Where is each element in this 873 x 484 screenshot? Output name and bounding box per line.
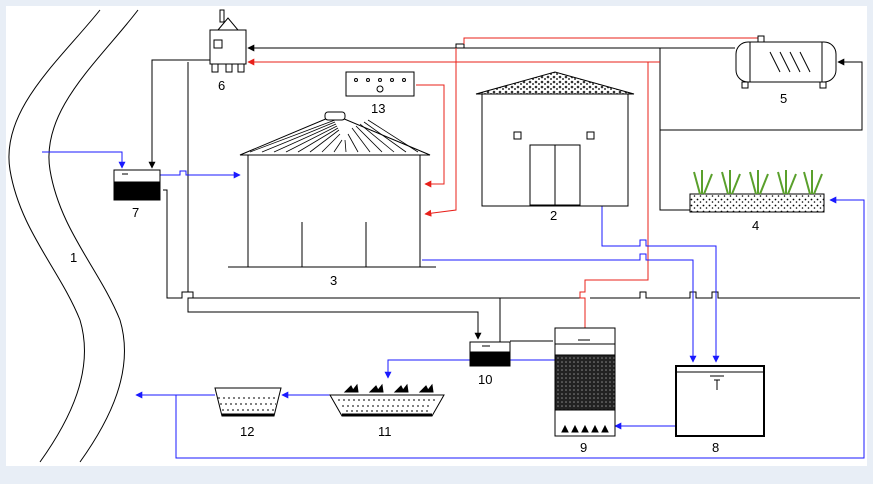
label-9: 9 [580,440,587,455]
building-3 [228,111,436,268]
river [8,9,139,463]
tank-7 [113,169,161,201]
tank-9 [554,327,616,437]
label-7: 7 [132,205,139,220]
control-panel-13 [345,71,415,97]
label-5: 5 [780,91,787,106]
label-13: 13 [371,101,385,116]
label-11: 11 [378,424,392,439]
tank-10 [469,341,511,367]
wetland-4 [689,170,825,213]
red-pipes [247,37,763,328]
label-river: 1 [70,250,77,265]
building-2 [475,71,635,207]
basin-12 [214,387,282,417]
label-6: 6 [218,78,225,93]
label-2: 2 [550,208,557,223]
label-10: 10 [478,372,492,387]
label-4: 4 [752,218,759,233]
unit-6 [209,9,247,73]
label-8: 8 [712,440,719,455]
basin-11 [329,383,445,417]
label-12: 12 [240,424,254,439]
label-3: 3 [330,273,337,288]
tank-8 [675,365,765,437]
tank-5 [735,35,837,89]
blue-pipes [42,151,865,459]
